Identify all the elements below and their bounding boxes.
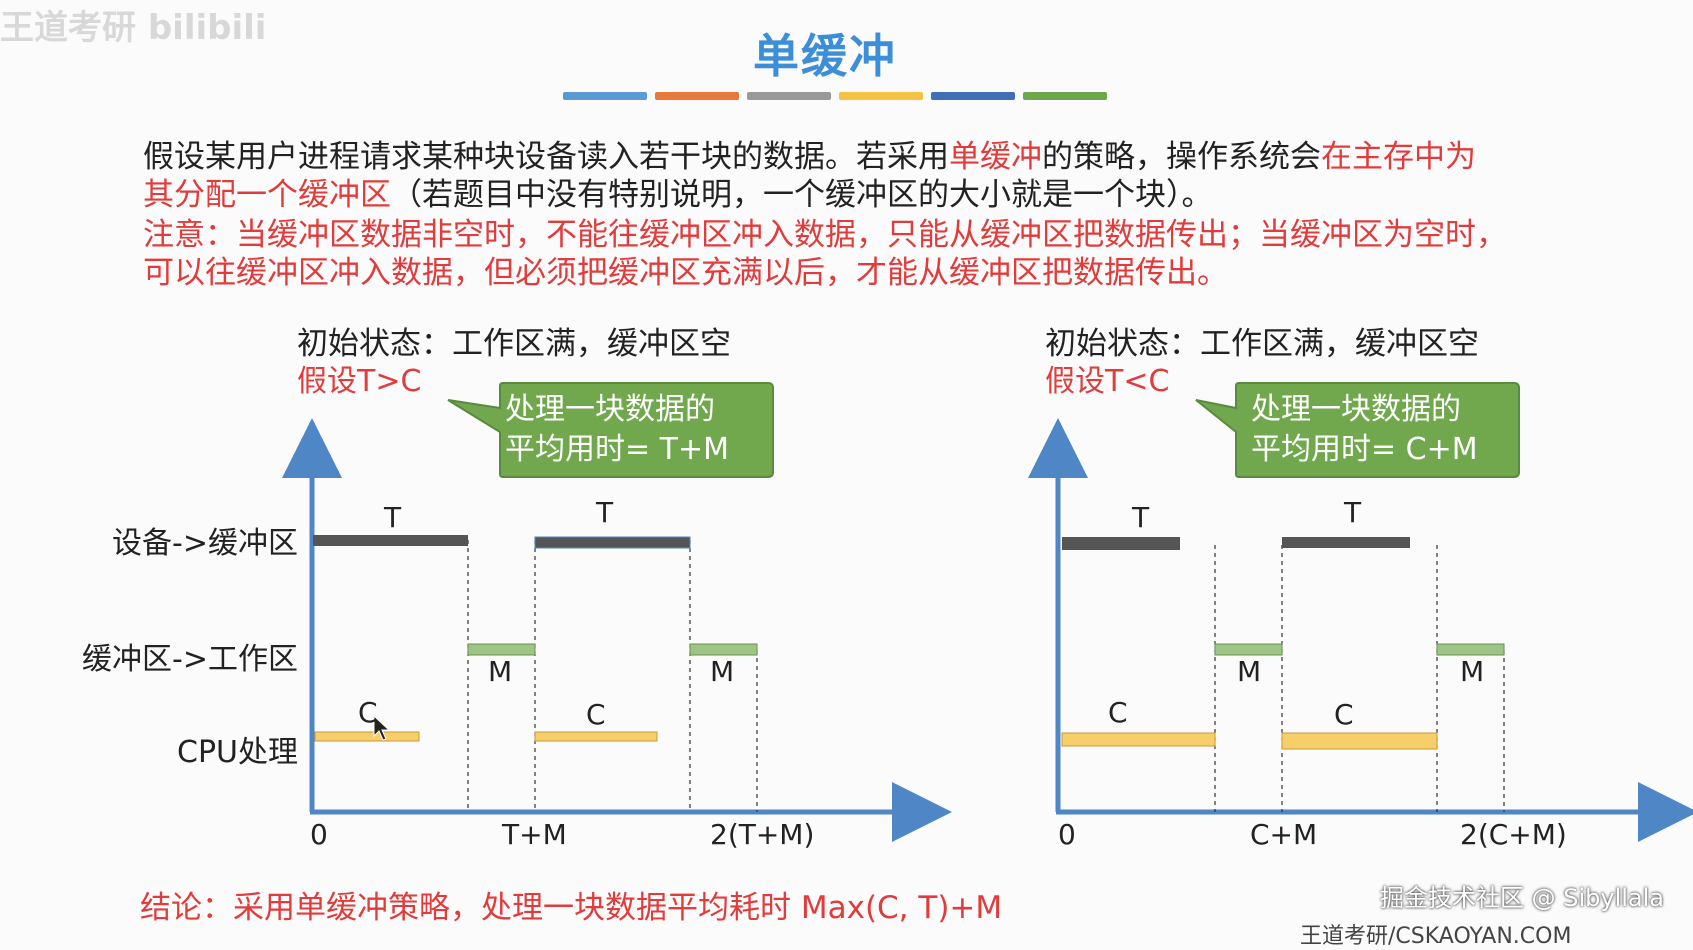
bubble-line: 平均用时= C+M xyxy=(1251,432,1478,467)
left-seg-label: T xyxy=(384,501,402,534)
row-label-device-to-buffer: 设备->缓冲区 xyxy=(112,526,298,561)
left-seg-label: M xyxy=(710,655,735,688)
right-seg-label: C xyxy=(1334,698,1354,731)
intro-highlight: 其分配一个缓冲区 xyxy=(143,177,391,213)
note-line-2: 可以往缓冲区冲入数据，但必须把缓冲区充满以后，才能从缓冲区把数据传出。 xyxy=(143,255,1228,291)
left-t-bar xyxy=(313,535,468,546)
right-seg-label: M xyxy=(1460,655,1485,688)
accent-bar xyxy=(1023,92,1107,100)
right-t-bar xyxy=(1282,537,1410,548)
left-c-bar xyxy=(314,731,420,742)
row-label-buffer-to-work: 缓冲区->工作区 xyxy=(82,642,298,677)
right-assumption: 假设T<C xyxy=(1045,364,1170,399)
cursor-icon xyxy=(373,714,391,741)
left-callout-bubble xyxy=(447,382,774,478)
footer-url: 王道考研/CSKAOYAN.COM xyxy=(1300,924,1572,949)
intro-highlight: 在主存中为 xyxy=(1321,139,1476,175)
left-c-bar xyxy=(534,731,658,742)
right-m-bar xyxy=(1214,643,1283,656)
left-initial-state: 初始状态：工作区满，缓冲区空 xyxy=(297,326,731,362)
right-seg-label: T xyxy=(1132,501,1150,534)
left-tick: T+M xyxy=(502,818,567,851)
left-seg-label: T xyxy=(596,496,614,529)
intro-line-1: 假设某用户进程请求某种块设备读入若干块的数据。若采用单缓冲的策略，操作系统会在主… xyxy=(143,138,1623,176)
bubble-line: 平均用时= T+M xyxy=(505,432,730,467)
right-callout-bubble xyxy=(1195,382,1520,478)
right-c-bar xyxy=(1061,732,1216,747)
intro-text: 的策略，操作系统会 xyxy=(1042,139,1321,175)
intro-line-2: 其分配一个缓冲区（若题目中没有特别说明，一个缓冲区的大小就是一个块）。 xyxy=(143,176,1623,214)
right-tick: 0 xyxy=(1058,818,1076,851)
right-seg-label: M xyxy=(1237,655,1262,688)
intro-highlight: 单缓冲 xyxy=(949,139,1042,175)
right-seg-label: T xyxy=(1344,496,1362,529)
left-seg-label: M xyxy=(488,655,513,688)
bubble-line: 处理一块数据的 xyxy=(1251,392,1461,427)
corner-logo: 王道考研 bilibili xyxy=(0,8,267,48)
right-tick: C+M xyxy=(1250,818,1318,851)
right-bubble-text: 处理一块数据的 平均用时= C+M xyxy=(1251,390,1478,470)
watermark: 掘金技术社区 @ Sibyllala xyxy=(1380,884,1665,912)
left-bubble-text: 处理一块数据的 平均用时= T+M xyxy=(505,390,729,470)
accent-bar xyxy=(563,92,647,100)
accent-bar xyxy=(655,92,739,100)
right-t-bar xyxy=(1062,537,1180,550)
right-seg-label: C xyxy=(1108,696,1128,729)
conclusion: 结论：采用单缓冲策略，处理一块数据平均耗时 Max(C, T)+M xyxy=(140,890,1003,926)
accent-bar xyxy=(839,92,923,100)
row-label-cpu: CPU处理 xyxy=(177,735,298,770)
left-tick: 2(T+M) xyxy=(710,818,815,851)
accent-color-bars xyxy=(563,92,1107,100)
slide-title: 单缓冲 xyxy=(753,29,897,83)
right-initial-state: 初始状态：工作区满，缓冲区空 xyxy=(1045,326,1479,362)
left-seg-label: C xyxy=(586,698,606,731)
bubble-line: 处理一块数据的 xyxy=(505,392,715,427)
intro-text: （若题目中没有特别说明，一个缓冲区的大小就是一个块）。 xyxy=(391,177,1213,213)
left-t-bar xyxy=(534,536,691,549)
right-c-bar xyxy=(1281,732,1438,750)
left-m-bar xyxy=(467,643,536,656)
right-tick: 2(C+M) xyxy=(1460,818,1567,851)
accent-bar xyxy=(747,92,831,100)
left-m-bar xyxy=(689,643,758,656)
right-m-bar xyxy=(1436,643,1505,656)
left-seg-label: C xyxy=(358,696,378,729)
left-assumption: 假设T>C xyxy=(297,364,422,399)
left-tick: 0 xyxy=(310,818,328,851)
note-line-1: 注意：当缓冲区数据非空时，不能往缓冲区冲入数据，只能从缓冲区把数据传出；当缓冲区… xyxy=(143,217,1507,253)
accent-bar xyxy=(931,92,1015,100)
intro-text: 假设某用户进程请求某种块设备读入若干块的数据。若采用 xyxy=(143,139,949,175)
